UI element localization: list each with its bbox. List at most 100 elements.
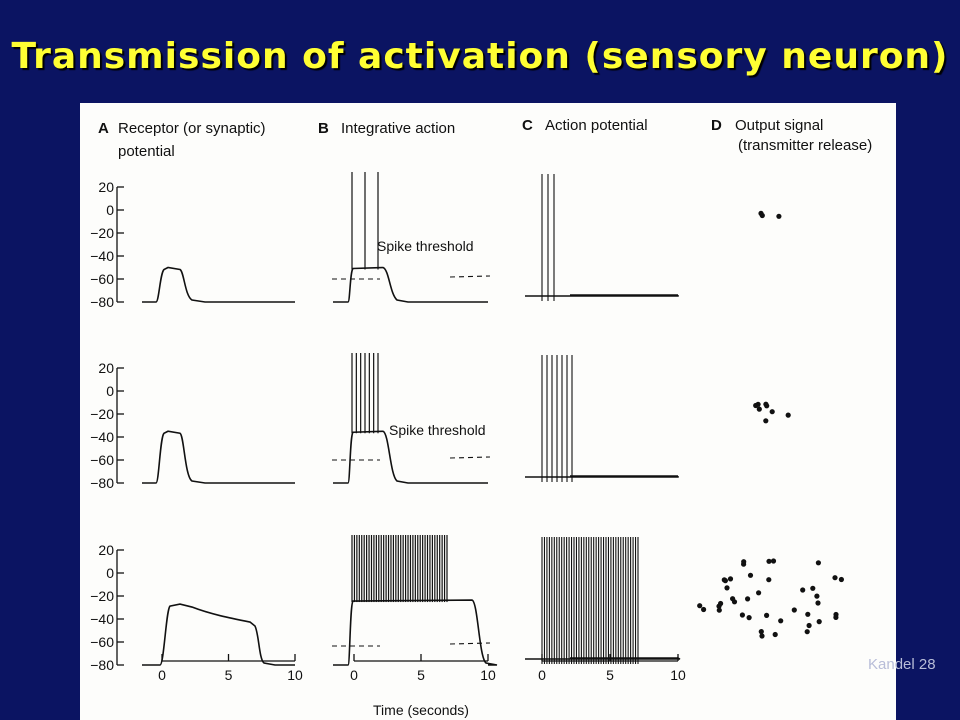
vesicle-dot [785,412,791,418]
vesicle-dot [806,622,812,629]
integrative-trace [333,266,488,303]
time-tick-label: 10 [670,667,686,683]
vesicle-dot [701,606,707,613]
vesicle-dot [697,603,703,609]
vesicle-dot [814,593,820,599]
column-a-title-line1: Receptor (or synaptic) [118,120,266,137]
voltage-tick-label: 20 [98,360,114,376]
neuron-figure: A Receptor (or synaptic) potential B Int… [80,103,896,720]
integrative-trace [333,599,498,666]
vesicle-dot [745,596,751,602]
threshold-line [449,275,491,278]
voltage-tick-label: 0 [106,202,114,218]
receptor-potential-trace [142,603,295,666]
voltage-tick-label: −80 [90,657,114,673]
column-a-header: A Receptor (or synaptic) potential [98,120,266,160]
row-3: 200−20−40−60−80 [90,535,845,673]
vesicle-dot [730,596,736,602]
vesicle-dot [791,607,797,613]
time-tick-label: 0 [538,667,546,683]
vesicle-dot [770,558,777,564]
vesicle-dot [747,572,754,578]
voltage-tick-label: −60 [90,452,114,468]
vesicle-dot [741,559,747,565]
vesicle-dot [727,576,734,582]
time-tick-label: 5 [225,667,233,683]
vesicle-dot [800,587,806,593]
voltage-tick-label: −20 [90,406,114,422]
voltage-tick-label: 0 [106,383,114,399]
column-a-title-line2: potential [118,143,175,160]
vesicle-dot [838,576,845,583]
vesicle-dot [772,631,778,638]
receptor-potential-trace [142,266,295,303]
time-tick-label: 5 [417,667,425,683]
vesicle-dot [810,585,816,591]
voltage-tick-label: −40 [90,429,114,445]
row-2: 20 0 −20 −40 −60 −80 Spike threshold [90,353,791,491]
vesicle-dot [746,615,752,621]
column-c-title: Action potential [545,117,648,134]
vesicle-dot [763,418,769,424]
column-c-header: C Action potential [522,117,648,134]
vesicle-dot [759,633,765,639]
voltage-tick-label: −20 [90,225,114,241]
time-tick-label: 10 [480,667,496,683]
vesicle-dot [805,611,811,617]
vesicle-dot [764,612,770,618]
spike-threshold-label: Spike threshold [377,238,474,254]
column-b-letter: B [318,120,329,137]
integrative-trace [333,430,488,484]
voltage-tick-label: −20 [90,588,114,604]
voltage-tick-label: −60 [90,271,114,287]
column-d-title-line2: (transmitter release) [738,137,872,154]
column-a-letter: A [98,120,109,137]
column-c-letter: C [522,117,533,134]
time-axis-2: 0 5 10 [350,654,496,683]
vesicle-dot [815,560,822,566]
time-tick-label: 10 [287,667,303,683]
column-b-header: B Integrative action [318,120,455,137]
column-b-title: Integrative action [341,120,455,137]
vesicle-dot [756,590,762,596]
vesicle-dot [721,577,727,583]
column-d-header: D Output signal (transmitter release) [711,117,872,154]
vesicle-dot [815,600,821,606]
voltage-tick-label: −80 [90,475,114,491]
voltage-tick-label: 0 [106,565,114,581]
vesicle-dot [716,607,722,613]
vesicle-dot [776,213,782,219]
spike-threshold-label: Spike threshold [389,422,486,438]
threshold-line [449,456,491,459]
time-tick-label: 0 [350,667,358,683]
vesicle-dot [759,212,765,219]
vesicle-dot [832,575,838,581]
vesicle-dot [833,614,839,620]
column-d-letter: D [711,117,722,134]
vesicle-dot [816,619,822,625]
voltage-tick-label: 20 [98,179,114,195]
time-tick-label: 0 [158,667,166,683]
vesicle-dot [756,406,762,412]
time-tick-label: 5 [606,667,614,683]
threshold-line [449,642,491,645]
voltage-tick-label: −60 [90,634,114,650]
slide-title: Transmission of activation (sensory neur… [11,36,949,77]
voltage-tick-label: −80 [90,294,114,310]
vesicle-dot [739,612,746,618]
vesicle-dot [766,558,772,564]
receptor-potential-trace [142,430,295,484]
vesicle-dot [724,585,730,591]
vesicle-dot [778,618,784,624]
vesicle-dot [766,577,772,583]
vesicle-dot [763,401,769,407]
vesicle-dot [804,629,810,635]
vesicle-dot [753,402,759,409]
vesicle-dot [758,629,764,635]
column-d-title-line1: Output signal [735,117,823,134]
voltage-tick-label: 20 [98,542,114,558]
time-axis-label: Time (seconds) [373,702,469,718]
time-axis-3: 0 5 10 [538,654,686,683]
source-credit: Kandel 28 [868,656,936,673]
